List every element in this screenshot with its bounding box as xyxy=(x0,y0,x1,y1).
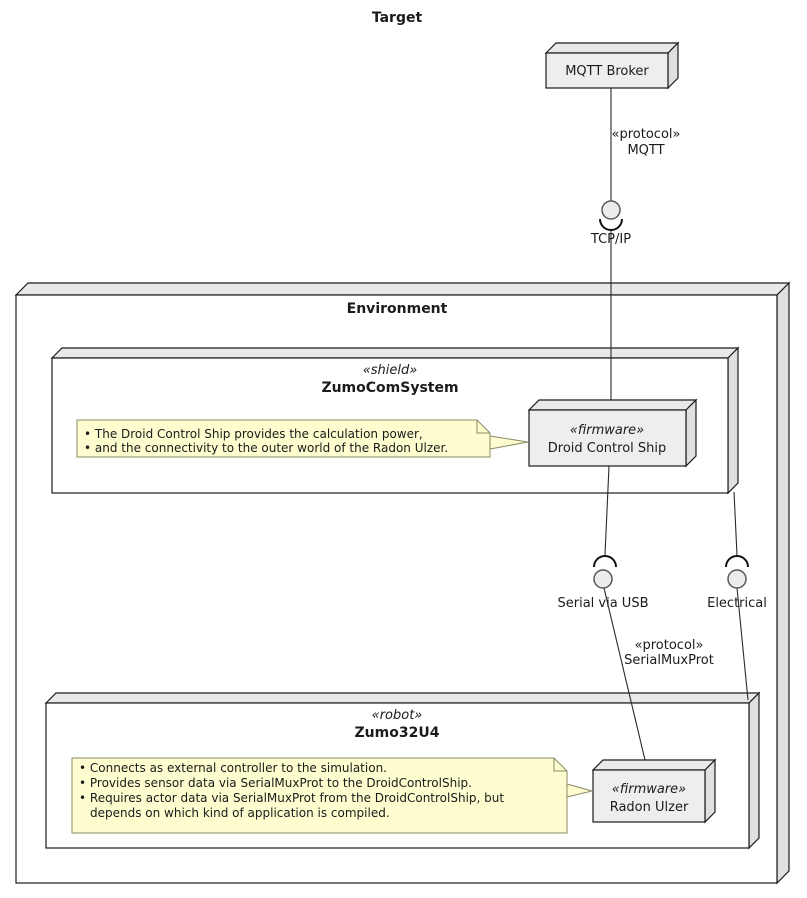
zumo32u4-top-face xyxy=(44,692,761,704)
droid-control-ship-stereotype: «firmware» xyxy=(570,423,644,438)
note-zumo-line: • Requires actor data via SerialMuxProt … xyxy=(79,791,504,805)
mqtt-protocol-stereotype: «protocol» xyxy=(612,127,681,142)
note-dcs-body xyxy=(76,419,491,458)
serialmuxprot-protocol-label: «protocol» SerialMuxProt xyxy=(624,638,714,668)
electrical-interface: Electrical xyxy=(707,555,767,611)
edge-zumocomsystem-electrical xyxy=(733,491,738,556)
radon-ulzer-node-box: «firmware» Radon Ulzer xyxy=(591,758,717,824)
mqtt-protocol-label: «protocol» MQTT xyxy=(612,127,681,158)
radon-ulzer-stereotype: «firmware» xyxy=(612,782,686,797)
serial-usb-socket-icon xyxy=(593,555,617,568)
diagram-title: Target xyxy=(372,10,423,26)
edge-electrical-zumo32u4 xyxy=(736,587,749,701)
note-dcs-line: • The Droid Control Ship provides the ca… xyxy=(84,427,423,441)
tcpip-socket-icon xyxy=(599,218,623,231)
serialmuxprot-stereotype: «protocol» xyxy=(635,638,704,653)
electrical-socket-icon xyxy=(725,555,749,568)
droid-control-ship-right-face xyxy=(685,398,697,468)
zumocomsystem-top-face xyxy=(50,347,740,359)
note-zumo32u4: • Connects as external controller to the… xyxy=(71,757,594,834)
note-zumo-line: • Connects as external controller to the… xyxy=(79,761,387,775)
zumo32u4-stereotype: «robot» xyxy=(372,708,423,723)
note-zumo-body xyxy=(71,757,568,834)
mqtt-broker-top-face xyxy=(544,42,680,54)
droid-control-ship-node-box: «firmware» Droid Control Ship xyxy=(527,398,698,468)
note-dcs-fold-icon xyxy=(476,420,490,434)
electrical-ball-icon xyxy=(727,569,747,589)
zumo32u4-right-face xyxy=(748,691,760,850)
radon-ulzer-name: Radon Ulzer xyxy=(610,800,689,815)
serial-usb-ball-icon xyxy=(593,569,613,589)
serial-usb-interface: Serial via USB xyxy=(557,555,649,611)
zumocomsystem-stereotype: «shield» xyxy=(363,363,418,378)
zumocomsystem-right-face xyxy=(727,346,739,495)
mqtt-broker-node-box: MQTT Broker xyxy=(544,41,680,90)
environment-top-face xyxy=(14,282,791,296)
tcpip-ball-icon xyxy=(601,200,621,220)
environment-right-face xyxy=(776,281,790,885)
note-zumo-line: depends on which kind of application is … xyxy=(90,806,390,820)
environment-name: Environment xyxy=(347,301,448,317)
zumocomsystem-name: ZumoComSystem xyxy=(321,380,458,396)
tcpip-interface: TCP/IP xyxy=(590,200,631,247)
serialmuxprot-name: SerialMuxProt xyxy=(624,653,714,668)
note-droid-control-ship: • The Droid Control Ship provides the ca… xyxy=(76,419,529,458)
mqtt-broker-name: MQTT Broker xyxy=(565,64,649,79)
note-zumo-line: • Provides sensor data via SerialMuxProt… xyxy=(79,776,472,790)
edge-serialusb-radonulzer xyxy=(603,587,646,761)
mqtt-broker-front-face xyxy=(545,52,669,89)
note-dcs-line: • and the connectivity to the outer worl… xyxy=(84,441,448,455)
zumo32u4-name: Zumo32U4 xyxy=(355,725,440,741)
electrical-label: Electrical xyxy=(707,596,767,611)
serial-usb-label: Serial via USB xyxy=(557,596,648,611)
radon-ulzer-front-face xyxy=(592,769,706,823)
droid-control-ship-front-face xyxy=(528,409,687,467)
droid-control-ship-top-face xyxy=(527,399,698,411)
note-zumo-fold-icon xyxy=(553,758,567,772)
edge-droidcontrolship-serialusb xyxy=(604,465,610,556)
radon-ulzer-right-face xyxy=(704,758,716,824)
droid-control-ship-name: Droid Control Ship xyxy=(548,441,667,456)
mqtt-protocol-name: MQTT xyxy=(627,143,664,158)
tcpip-label: TCP/IP xyxy=(590,232,631,247)
radon-ulzer-top-face xyxy=(591,759,717,771)
